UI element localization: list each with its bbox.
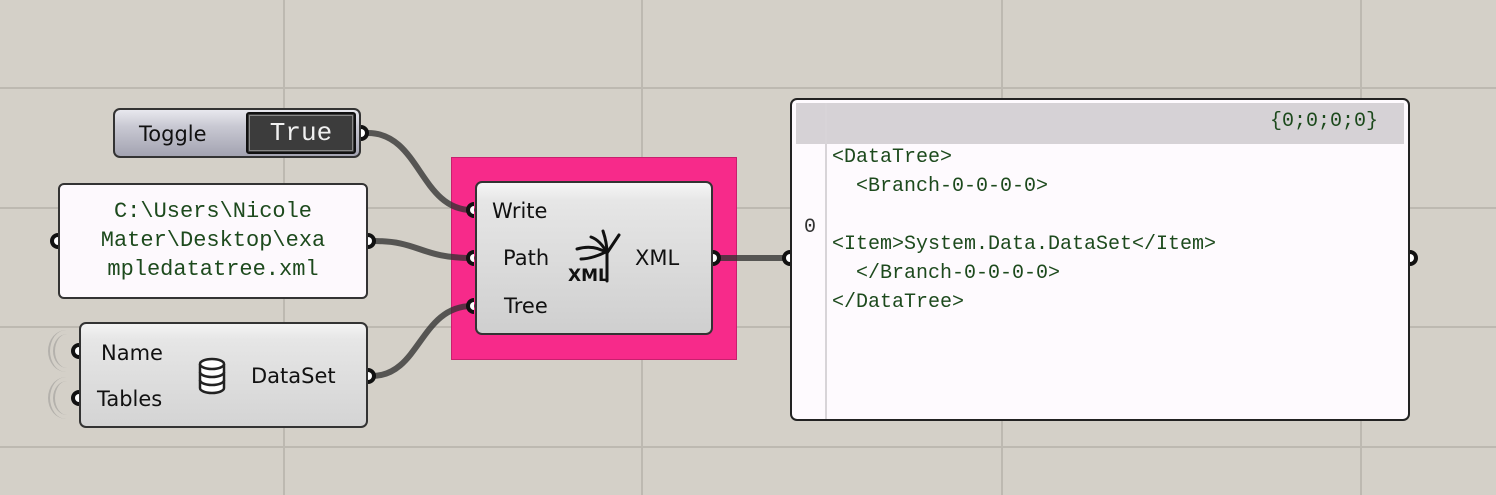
input-ripple [48, 330, 84, 372]
input-write-label: Write [492, 199, 548, 223]
database-icon [198, 357, 226, 395]
path-panel-input-grip[interactable] [50, 233, 58, 249]
dataset-component[interactable]: Name Tables DataSet [79, 322, 368, 428]
wire-path-to-path [371, 238, 475, 261]
xml-line: <Item>System.Data.DataSet</Item> [832, 233, 1217, 256]
output-dataset-label: DataSet [251, 364, 336, 388]
path-line: Mater\Desktop\exa [100, 228, 326, 253]
toggle-output-grip[interactable] [361, 125, 369, 141]
wire-toggle-to-write [365, 130, 475, 213]
tables-input-grip[interactable] [71, 390, 79, 406]
output-xml-label: XML [635, 246, 680, 270]
tree-input-grip[interactable] [466, 298, 474, 314]
path-input-grip[interactable] [466, 250, 474, 266]
input-ripple [53, 381, 81, 415]
gutter-divider [825, 103, 827, 419]
path-panel-output-grip[interactable] [368, 233, 376, 249]
input-name-label: Name [101, 341, 163, 365]
boolean-toggle[interactable]: Toggle True [113, 108, 361, 158]
xml-line [832, 201, 1216, 230]
xml-line: </Branch-0-0-0-0> [832, 262, 1061, 285]
write-xml-component[interactable]: Write Path Tree XML XML [475, 181, 713, 335]
input-tables-label: Tables [97, 387, 163, 411]
grid-line [0, 446, 1496, 448]
item-index: 0 [804, 216, 817, 239]
xml-content: <DataTree> <Branch-0-0-0-0> <Item>System… [832, 143, 1216, 317]
output-panel-output-grip[interactable] [1410, 250, 1418, 266]
xml-tree-icon: XML [568, 229, 621, 285]
dataset-output-grip[interactable] [368, 368, 376, 384]
toggle-value-button[interactable]: True [246, 112, 356, 154]
svg-text:XML: XML [568, 266, 609, 285]
xml-line: <DataTree> [832, 146, 953, 169]
wire-dataset-to-tree [369, 303, 475, 379]
xml-output-grip[interactable] [713, 250, 721, 266]
write-input-grip[interactable] [466, 202, 474, 218]
input-ripple [48, 377, 84, 419]
input-ripple [53, 334, 81, 368]
input-tree-label: Tree [504, 294, 548, 318]
branch-path-header: {0;0;0;0} [796, 103, 1404, 144]
output-panel-input-grip[interactable] [782, 250, 790, 266]
toggle-label: Toggle [139, 122, 207, 146]
grid-line [0, 87, 1496, 89]
xml-output-panel[interactable]: {0;0;0;0} 0 <DataTree> <Branch-0-0-0-0> … [790, 98, 1410, 421]
path-line: mpledatatree.xml [107, 257, 319, 282]
path-panel[interactable]: C:\Users\Nicole Mater\Desktop\exa mpleda… [58, 183, 368, 299]
input-path-label: Path [503, 246, 550, 270]
path-line: C:\Users\Nicole [113, 199, 313, 224]
name-input-grip[interactable] [71, 343, 79, 359]
grid-line [0, 326, 1496, 328]
grid-line [0, 207, 1496, 209]
xml-line: </DataTree> [832, 291, 965, 314]
xml-line: <Branch-0-0-0-0> [832, 175, 1049, 198]
